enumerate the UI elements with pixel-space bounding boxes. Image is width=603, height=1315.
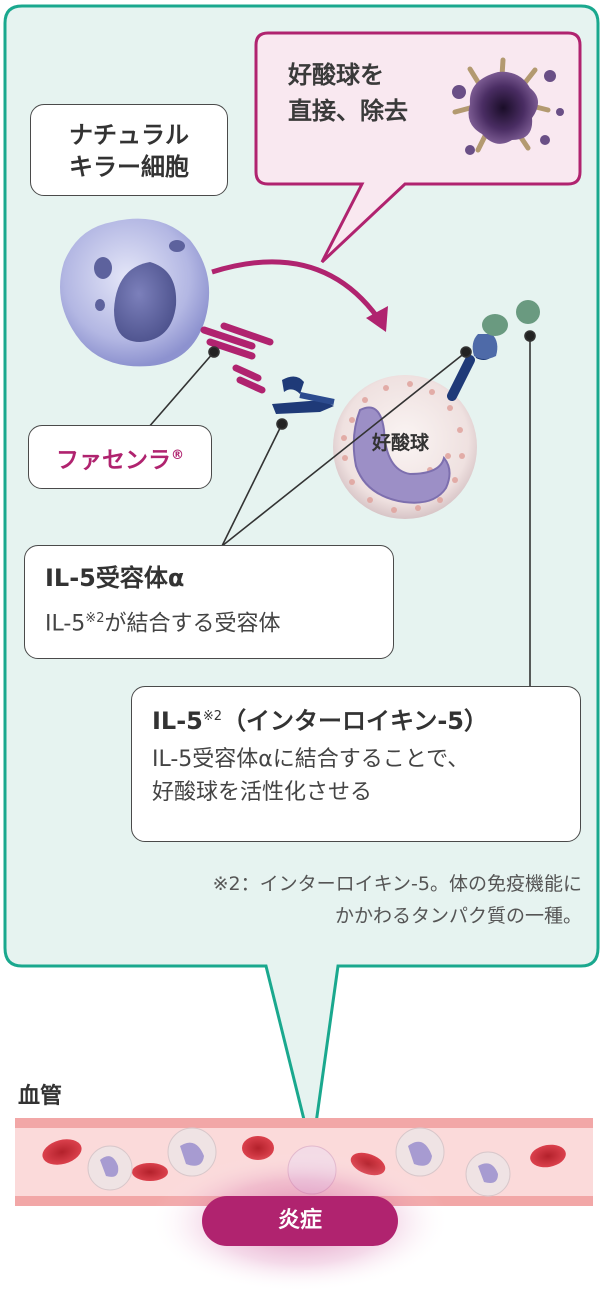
- inflammation-label: 炎症: [277, 1208, 322, 1233]
- nk-label-line-1: ナチュラル: [69, 121, 189, 149]
- il5-label-box: IL-5※2（インターロイキン-5） IL-5受容体αに結合することで、 好酸球…: [131, 686, 581, 842]
- callout-line-2: 直接、除去: [288, 97, 408, 125]
- receptor-desc-pre: IL-5: [45, 611, 86, 637]
- il5-title-pre: IL-5: [152, 707, 203, 735]
- il5-desc-line-1: IL-5受容体αに結合することで、: [152, 747, 470, 772]
- inflammation-pill: [202, 1196, 398, 1246]
- receptor-title: IL-5受容体α: [45, 564, 185, 592]
- receptor-desc-post: が結合する受容体: [104, 611, 281, 637]
- callout-line-1: 好酸球を: [288, 61, 384, 89]
- il5-title-sup: ※2: [202, 709, 223, 724]
- drug-name: ファセンラ: [56, 447, 171, 474]
- nk-cell-icon: [60, 218, 210, 367]
- dead-eosinophil-icon: [452, 57, 564, 155]
- il5-title: IL-5※2（インターロイキン-5）: [152, 701, 560, 737]
- vessel-label: 血管: [18, 1084, 63, 1109]
- il5-desc-line-2: 好酸球を活性化させる: [152, 780, 373, 805]
- eosinophil-label: 好酸球: [372, 432, 430, 454]
- il5-receptor-left-icon: [272, 376, 335, 414]
- eosinophil-removed-text: 好酸球を 直接、除去: [256, 35, 414, 129]
- footnote: ※2：インターロイキン-5。体の免疫機能に かかわるタンパク質の一種。: [120, 868, 582, 932]
- nk-cell-label: ナチュラル キラー細胞: [30, 104, 228, 196]
- eosinophil-cell-icon: [333, 375, 477, 519]
- il5-receptor-right-icon: [447, 334, 498, 401]
- registered-mark: ®: [171, 448, 184, 463]
- receptor-desc: IL-5※2が結合する受容体: [45, 602, 373, 640]
- il5-molecule-icon: [482, 300, 540, 336]
- drug-label: ファセンラ®: [28, 425, 212, 489]
- footnote-line-1: ※2：インターロイキン-5。体の免疫機能に: [212, 873, 582, 895]
- label-leader-lines: [147, 330, 536, 686]
- red-blood-cells: [42, 1136, 566, 1181]
- receptor-label-box: IL-5受容体α IL-5※2が結合する受容体: [24, 545, 394, 659]
- footnote-line-2: かかわるタンパク質の一種。: [334, 905, 582, 927]
- nk-label-line-2: キラー細胞: [69, 153, 189, 181]
- il5-title-post: （インターロイキン-5）: [222, 707, 489, 735]
- attack-arrow: [211, 259, 381, 320]
- attack-arrow-head: [366, 306, 388, 332]
- antibody-icon: [200, 322, 274, 394]
- receptor-desc-sup: ※2: [85, 611, 105, 626]
